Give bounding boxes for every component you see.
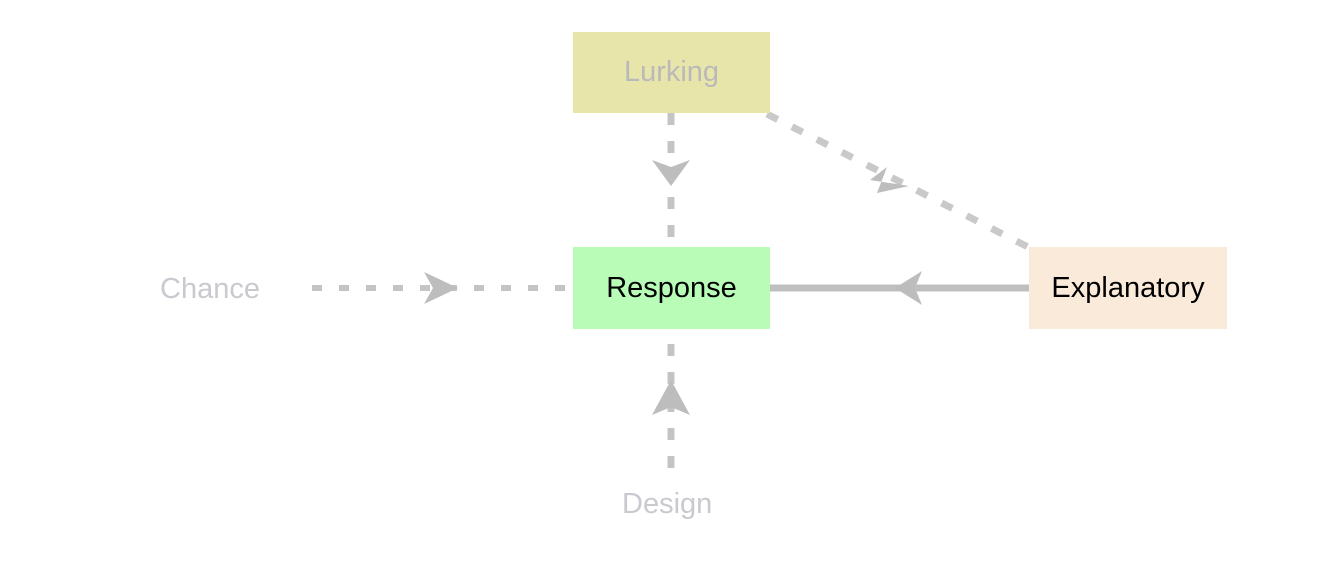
node-lurking-label: Lurking bbox=[623, 56, 720, 88]
edge-lurking-to-response bbox=[652, 113, 690, 247]
node-explanatory-label: Explanatory bbox=[1051, 271, 1205, 304]
node-lurking[interactable]: Lurking bbox=[573, 32, 770, 113]
edge-lurking-to-explanatory bbox=[765, 110, 1032, 252]
edge-line-lurking-explanatory bbox=[765, 110, 1032, 252]
arrowhead-down-lurking-response bbox=[652, 160, 690, 186]
edge-design-to-response bbox=[652, 330, 690, 468]
arrowhead-left-explanatory-response bbox=[895, 271, 922, 305]
arrowhead-right-chance-response bbox=[424, 272, 458, 304]
arrowhead-up-design-response bbox=[652, 380, 690, 415]
arrowhead-diagonal-lurking-explanatory bbox=[870, 167, 909, 193]
label-design: Design bbox=[622, 488, 713, 520]
edge-chance-to-response bbox=[312, 272, 573, 304]
label-chance: Chance bbox=[160, 273, 260, 305]
node-explanatory[interactable]: Explanatory bbox=[1029, 247, 1227, 329]
node-response-label: Response bbox=[606, 271, 737, 304]
edge-explanatory-to-response bbox=[770, 271, 1029, 305]
node-response[interactable]: Response bbox=[573, 247, 770, 329]
